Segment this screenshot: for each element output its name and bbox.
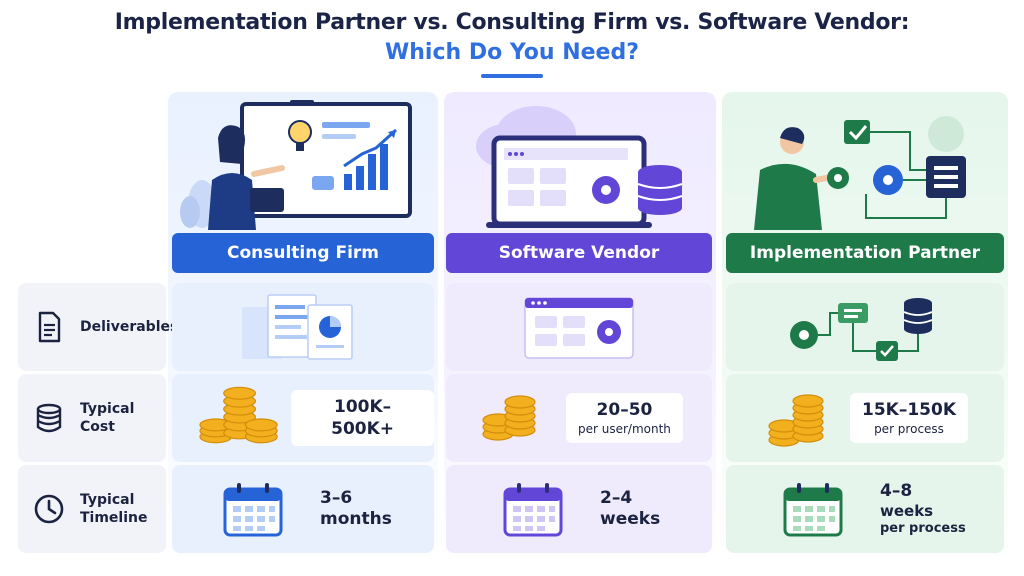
calendar-icon (783, 483, 843, 537)
page-subtitle: Which Do You Need? (385, 40, 639, 65)
title-block: Implementation Partner vs. Consulting Fi… (0, 8, 1024, 78)
document-icon (38, 311, 61, 343)
partner-timeline-unit: weeks (880, 501, 934, 520)
row-label-line1: Typical (80, 401, 135, 417)
consulting-cost-cell: 100K–500K+ (172, 374, 434, 462)
clock-icon (34, 494, 64, 524)
partner-timeline-qualifier: per process (880, 520, 966, 536)
partner-cost-unit: per process (874, 422, 944, 436)
coins-icon (199, 386, 278, 444)
row-label-typical-cost: Typical Cost (18, 374, 166, 462)
software-window-icon (524, 297, 634, 359)
partner-timeline-value: 4–8 (880, 480, 913, 501)
vendor-deliverables-cell (446, 283, 712, 371)
consulting-timeline-unit: months (320, 509, 392, 529)
row-label-text: Deliverables (80, 319, 179, 335)
partner-cost-value: 15K–150K (862, 400, 956, 420)
row-label-line2: Cost (80, 419, 115, 435)
calendar-icon (223, 483, 283, 537)
workflow-illustration (726, 94, 1004, 230)
row-label-line2: Timeline (80, 510, 148, 526)
partner-deliverables-cell (726, 283, 1004, 371)
consulting-timeline-value: 3–6 (320, 488, 353, 508)
row-label-line1: Typical (80, 492, 135, 508)
vendor-cost-unit: per user/month (578, 422, 671, 436)
column-header-consulting-firm: Consulting Firm (172, 233, 434, 273)
workflow-diagram-icon (790, 298, 933, 361)
row-label-text: Typical Timeline (80, 491, 148, 527)
row-label-deliverables: Deliverables (18, 283, 178, 371)
partner-cost-cell: 15K–150K per process (726, 374, 1004, 462)
partner-timeline-cell: 4–8 weeks per process (726, 465, 1004, 553)
vendor-timeline-value: 2–4 (600, 488, 633, 508)
coins-icon (768, 394, 824, 447)
vendor-timeline-unit: weeks (600, 509, 661, 529)
database-icon (36, 403, 62, 433)
consulting-cost-value: 100K–500K+ (331, 397, 395, 439)
presenter-illustration (172, 94, 434, 230)
laptop-cloud-illustration (446, 94, 712, 230)
column-header-implementation-partner: Implementation Partner (726, 233, 1004, 273)
reports-icon (242, 294, 353, 360)
consulting-timeline-cell: 3–6 months (172, 465, 434, 553)
vendor-cost-value: 20–50 (596, 400, 653, 420)
row-label-typical-timeline: Typical Timeline (18, 465, 166, 553)
consulting-deliverables-cell (172, 283, 434, 371)
vendor-cost-cell: 20–50 per user/month (446, 374, 712, 462)
row-label-text: Typical Cost (80, 400, 134, 436)
vendor-timeline-cell: 2–4 weeks (446, 465, 712, 553)
column-header-software-vendor: Software Vendor (446, 233, 712, 273)
title-underline (481, 74, 543, 78)
coins-icon (482, 395, 536, 441)
page-title: Implementation Partner vs. Consulting Fi… (114, 10, 910, 35)
calendar-icon (503, 483, 563, 537)
